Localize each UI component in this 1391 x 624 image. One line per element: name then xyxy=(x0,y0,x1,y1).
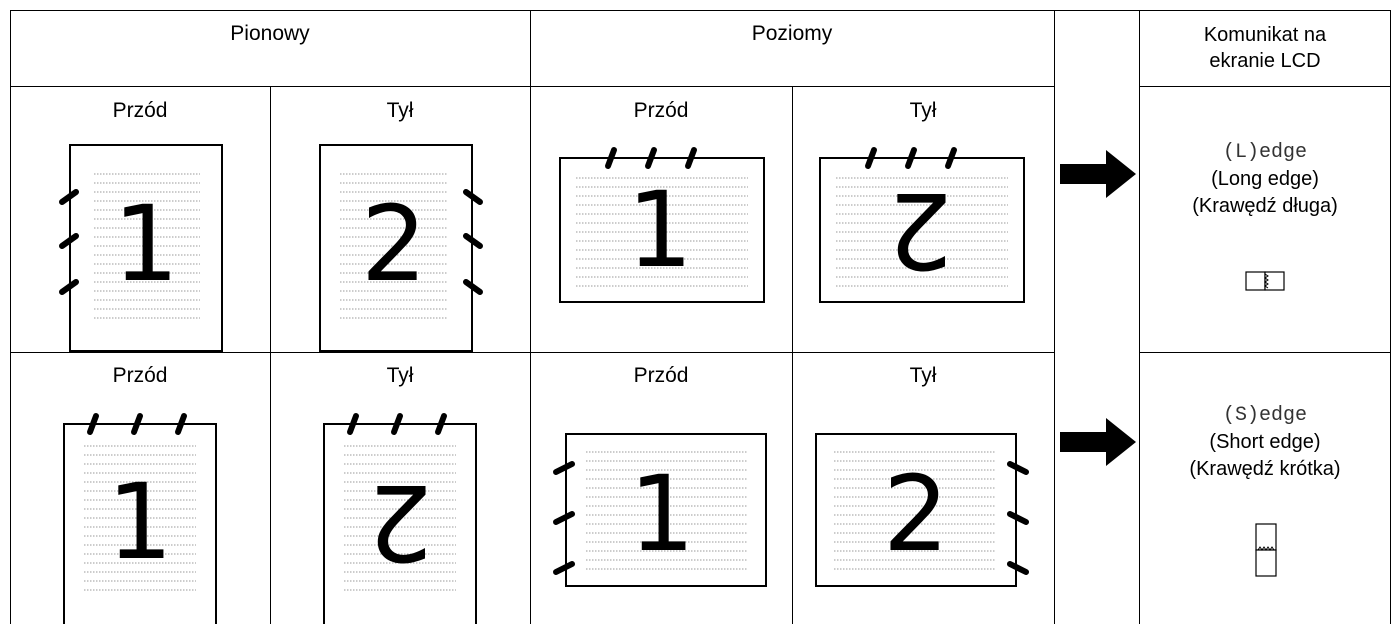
short-edge-binding-icon xyxy=(1255,523,1277,577)
page-label: Tył xyxy=(386,99,414,122)
page-number: 2 xyxy=(367,461,433,583)
portrait-front-page: 1 xyxy=(59,144,223,352)
table-border-left xyxy=(10,10,11,624)
landscape-back-page: 2 xyxy=(819,147,1025,303)
page-label: Tył xyxy=(909,364,937,387)
page-number: 2 xyxy=(887,169,953,291)
page-label: Przód xyxy=(112,364,168,387)
table-border-top xyxy=(10,10,1391,11)
page-label: Przód xyxy=(112,99,168,122)
lcd-code: (L)edge xyxy=(1222,141,1307,164)
header-divider-lcd xyxy=(1139,86,1391,87)
page-number: 1 xyxy=(627,169,693,291)
lcd-polish: (Krawędź krótka) xyxy=(1189,458,1341,480)
landscape-front-page: 1 xyxy=(553,433,767,587)
page-label: Przód xyxy=(633,364,689,387)
page-number: 1 xyxy=(107,461,173,583)
header-divider xyxy=(10,86,1054,87)
page-label: Przód xyxy=(633,99,689,122)
row-divider xyxy=(10,352,1054,353)
row-divider-lcd xyxy=(1139,352,1391,353)
page-number: 2 xyxy=(883,453,949,575)
header-landscape: Poziomy xyxy=(751,22,833,45)
col-divider-4 xyxy=(1054,10,1055,624)
landscape-back-page: 2 xyxy=(815,433,1029,587)
page-number: 1 xyxy=(629,453,695,575)
col-divider-1 xyxy=(270,86,271,624)
lcd-code: (S)edge xyxy=(1222,404,1307,427)
arrow-right-icon xyxy=(1060,150,1136,198)
portrait-back-page: 2 xyxy=(319,144,483,352)
header-lcd-message: Komunikat na ekranie LCD xyxy=(1203,24,1327,72)
long-edge-binding-icon xyxy=(1245,271,1285,291)
page-label: Tył xyxy=(909,99,937,122)
col-divider-5 xyxy=(1139,10,1140,624)
page-label: Tył xyxy=(386,364,414,387)
page-number: 2 xyxy=(361,183,427,305)
lcd-polish: (Krawędź długa) xyxy=(1192,195,1338,217)
lcd-english: (Long edge) xyxy=(1211,168,1319,190)
portrait-front-page: 1 xyxy=(63,413,217,624)
landscape-front-page: 1 xyxy=(559,147,765,303)
portrait-back-page: 2 xyxy=(323,413,477,624)
header-portrait: Pionowy xyxy=(230,22,310,45)
arrow-right-icon xyxy=(1060,418,1136,466)
lcd-english: (Short edge) xyxy=(1209,431,1321,453)
page-number: 1 xyxy=(113,183,179,305)
col-divider-2 xyxy=(530,10,531,624)
col-divider-3 xyxy=(792,86,793,624)
